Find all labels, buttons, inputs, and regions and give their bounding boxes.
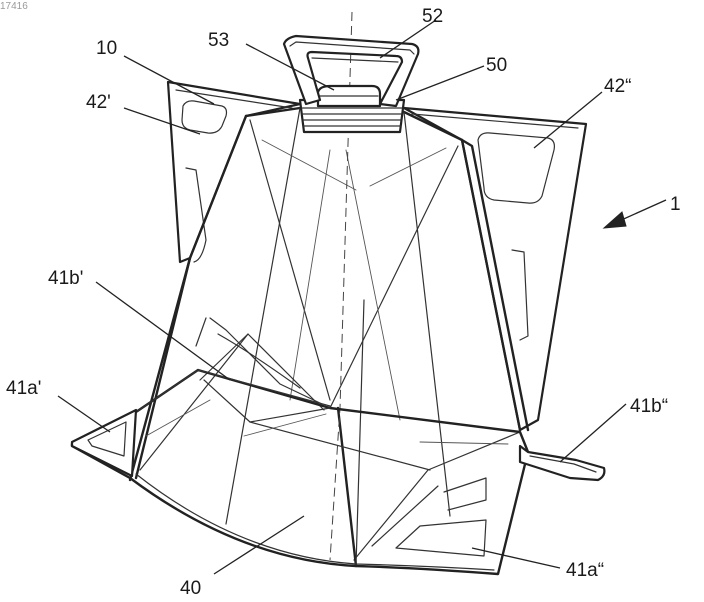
arrow-head-icon [604, 212, 626, 228]
back-left-panel [168, 82, 300, 262]
label-10: 10 [96, 38, 117, 59]
label-40: 40 [180, 578, 201, 599]
right-side-tab [520, 446, 604, 480]
label-42-double-prime: 42“ [604, 76, 631, 97]
label-1: 1 [670, 194, 681, 215]
leader-40 [214, 516, 304, 574]
label-42-prime: 42' [86, 92, 111, 113]
label-50: 50 [486, 55, 507, 76]
bottom-gusset [72, 370, 528, 574]
leader-41app [472, 548, 560, 568]
label-53: 53 [208, 30, 229, 51]
label-41b-double-prime: 41b“ [630, 396, 668, 417]
leader-41bpp [560, 404, 626, 462]
left-base-flap [72, 410, 136, 476]
right-base-flap [396, 478, 486, 556]
label-41a-prime: 41a' [6, 378, 41, 399]
back-right-panel [404, 108, 586, 430]
drawing-number: 17416 [0, 1, 28, 12]
label-41b-prime: 41b' [48, 268, 83, 289]
label-41a-double-prime: 41a“ [566, 560, 604, 581]
label-52: 52 [422, 6, 443, 27]
left-inner-gusset [196, 318, 322, 404]
leader-41ap [58, 396, 110, 432]
